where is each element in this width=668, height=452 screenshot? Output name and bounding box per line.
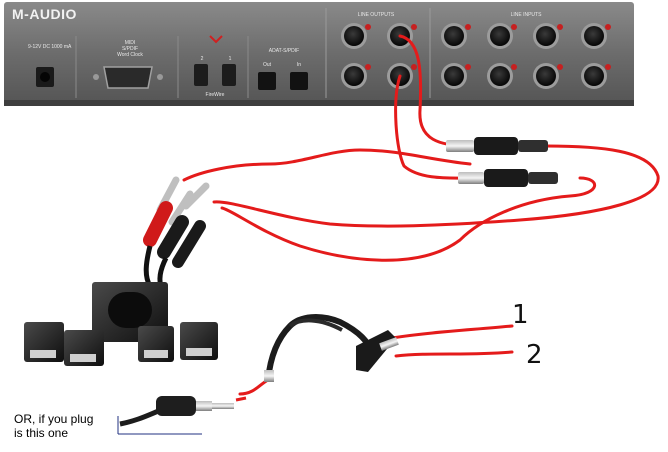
wire-minijack [238,378,270,396]
midi-label: MIDI S/PDIF Word Clock [117,40,143,58]
power-jack [36,67,54,87]
wire-rca-red-up [182,148,472,182]
trs-plug-a [446,137,548,155]
audio-interface-panel [4,2,634,106]
handwritten-label-1: 1 [512,300,529,330]
line-inputs-label: LINE INPUTS [510,12,542,18]
wire-output-1 [398,34,472,148]
note-line-2: is this one [14,426,69,440]
firewire-label: FireWire [205,92,225,98]
wire-output-2 [394,74,472,180]
minijack-plug [117,396,247,435]
wire-trs-a-out [212,144,660,228]
firewire-ports [194,35,236,86]
brand-logo: M-AUDIO [12,6,77,22]
y-splitter-cable [264,314,399,382]
adat-out-label: Out [262,62,272,68]
wire-label-2 [394,350,514,358]
handwritten-label-2: 2 [526,340,543,370]
adat-label: ADAT-S/PDIF [268,48,300,54]
firewire-port-1-label: 1 [228,56,232,62]
wire-label-1 [390,324,514,340]
note-line-1: OR, if you plug [14,412,94,426]
line-inputs [441,23,611,89]
wire-trs-b-out [220,176,597,262]
power-label: 9-12V DC 1000 mA [28,44,72,50]
speaker-system [24,282,218,366]
line-outputs-label: LINE OUTPUTS [357,12,395,18]
rca-plugs [143,176,210,291]
drawn-wires [182,34,660,396]
adat-ports [258,72,308,90]
line-outputs [341,23,417,89]
midi-port [93,66,163,89]
trs-plug-b [458,169,558,187]
adat-in-label: In [296,62,302,68]
firewire-port-2-label: 2 [200,56,204,62]
instruction-note: OR, if you plug is this one [14,412,93,440]
